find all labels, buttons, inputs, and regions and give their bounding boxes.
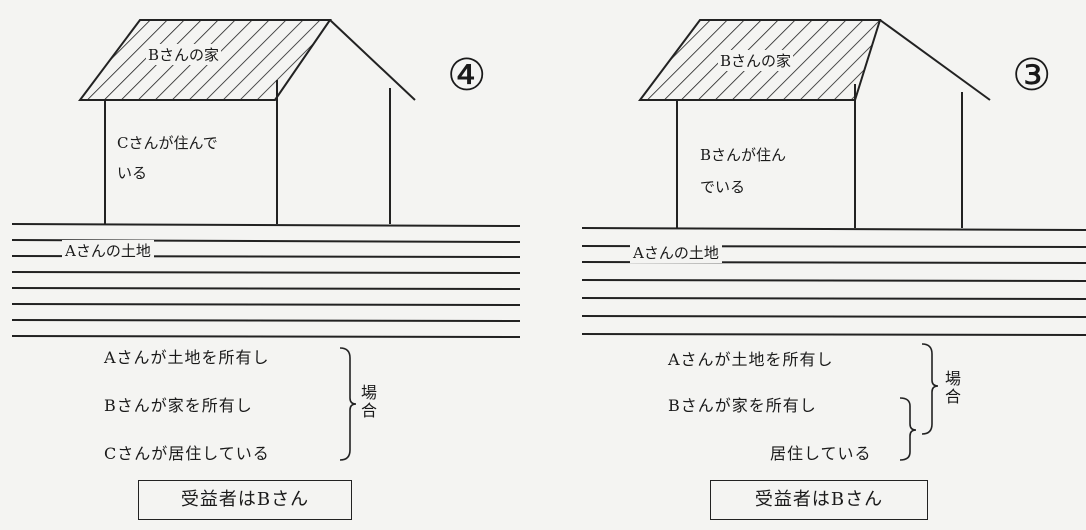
brace-left — [339, 347, 357, 461]
condition-right-2: Bさんが家を所有し — [668, 396, 817, 415]
land-label-right: Aさんの土地 — [630, 242, 722, 263]
wall-text-left-line1: Cさんが住んで — [117, 134, 218, 152]
house-left — [78, 19, 416, 224]
roof-label-left: Bさんの家 — [146, 44, 222, 65]
condition-left-2: Bさんが家を所有し — [104, 396, 253, 415]
condition-left-3: Cさんが居住している — [104, 444, 270, 463]
brace-right-outer — [921, 343, 939, 435]
case-label-left: 場合 — [360, 383, 377, 420]
figure-number-left: ④ — [447, 50, 487, 101]
wall-text-left-line2: いる — [117, 164, 148, 182]
beneficiary-box-right: 受益者はBさん — [710, 480, 928, 520]
figure-number-right: ③ — [1012, 50, 1052, 101]
wall-text-right-line1: Bさんが住ん — [700, 146, 787, 164]
beneficiary-box-left: 受益者はBさん — [138, 480, 352, 520]
land-label-left: Aさんの土地 — [62, 240, 154, 261]
condition-right-1: Aさんが土地を所有し — [668, 350, 834, 369]
condition-left-1: Aさんが土地を所有し — [104, 348, 270, 367]
land-lines-left — [11, 223, 521, 338]
roof-label-right: Bさんの家 — [718, 50, 794, 71]
condition-right-3: 居住している — [770, 444, 872, 463]
brace-right-inner — [899, 397, 917, 461]
house-right — [638, 19, 991, 228]
case-label-right: 場合 — [944, 369, 961, 406]
wall-text-right-line2: でいる — [700, 178, 746, 196]
